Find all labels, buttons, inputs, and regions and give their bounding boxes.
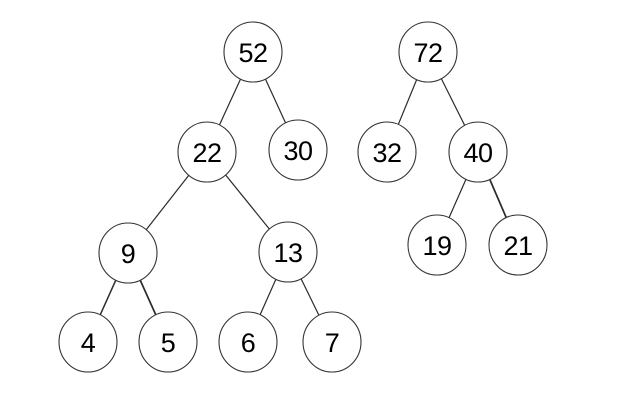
node-circle [58, 311, 118, 373]
tree-node-19: 19 [407, 214, 467, 276]
tree-node-52: 52 [223, 21, 283, 83]
tree-node-9: 9 [98, 222, 158, 284]
tree-node-32: 32 [357, 121, 417, 183]
node-circle [177, 121, 237, 183]
node-circle [223, 21, 283, 83]
tree-left: 52 22 30 9 13 4 5 6 7 [58, 21, 362, 373]
node-circle [407, 214, 467, 276]
node-value: 19 [422, 231, 451, 261]
node-value: 30 [283, 136, 312, 166]
node-circle [398, 21, 458, 83]
node-value: 22 [192, 138, 221, 168]
node-value: 32 [372, 138, 401, 168]
node-circle [258, 221, 318, 283]
node-circle [218, 311, 278, 373]
node-circle [448, 121, 508, 183]
node-value: 6 [241, 328, 256, 358]
node-value: 72 [413, 38, 442, 68]
tree-node-4: 4 [58, 311, 118, 373]
node-value: 40 [463, 138, 492, 168]
node-value: 13 [273, 238, 302, 268]
tree-node-72: 72 [398, 21, 458, 83]
node-circle [357, 121, 417, 183]
tree-node-21: 21 [488, 214, 548, 276]
tree-node-6: 6 [218, 311, 278, 373]
tree-node-40: 40 [448, 121, 508, 183]
tree-node-5: 5 [138, 311, 198, 373]
node-value: 7 [325, 328, 340, 358]
tree-right: 72 32 40 19 21 [357, 21, 548, 276]
node-circle [488, 214, 548, 276]
node-value: 52 [238, 38, 267, 68]
node-value: 21 [503, 231, 532, 261]
node-circle [302, 311, 362, 373]
node-value: 5 [161, 328, 176, 358]
node-circle [138, 311, 198, 373]
node-circle [98, 222, 158, 284]
tree-node-30: 30 [268, 119, 328, 181]
node-value: 4 [81, 328, 96, 358]
tree-node-13: 13 [258, 221, 318, 283]
node-circle [268, 119, 328, 181]
node-value: 9 [121, 239, 136, 269]
tree-node-7: 7 [302, 311, 362, 373]
tree-node-22: 22 [177, 121, 237, 183]
